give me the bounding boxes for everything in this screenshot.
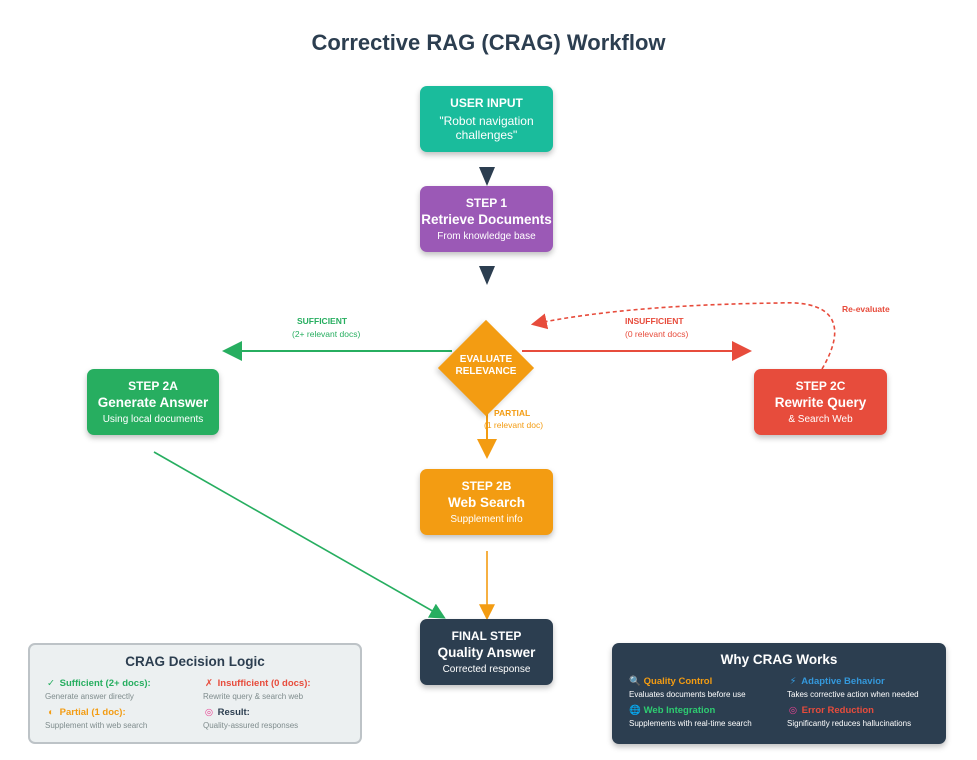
decision-logic-panel: CRAG Decision Logic ✓ Sufficient (2+ doc… (28, 643, 362, 744)
why-item-web-integration: 🌐 Web Integration Supplements with real-… (629, 705, 779, 728)
logic-item-sufficient: ✓ Sufficient (2+ docs): Generate answer … (45, 678, 195, 701)
logic-item-desc: Supplement with web search (45, 721, 148, 730)
decision-logic-heading: CRAG Decision Logic (125, 654, 265, 669)
logic-item-result: ◎ Result: Quality-assured responses (203, 707, 353, 730)
why-item-title: Quality Control (643, 676, 713, 687)
node-evaluate-line1: EVALUATE (459, 354, 513, 365)
edge-sublabel-insufficient: (0 relevant docs) (625, 329, 689, 339)
node-step1-title: Retrieve Documents (421, 212, 552, 227)
node-step2c-sub: & Search Web (788, 414, 853, 425)
why-item-desc: Significantly reduces hallucinations (787, 719, 912, 728)
edge-label-partial: PARTIAL (494, 408, 531, 418)
node-step2c-title: Rewrite Query (774, 395, 867, 410)
globe-icon: 🌐 (629, 705, 641, 716)
node-user-input: USER INPUT "Robot navigation challenges" (420, 86, 553, 152)
node-evaluate-line2: RELEVANCE (455, 366, 517, 377)
cross-icon: ✗ (205, 678, 213, 689)
diagram-title: Corrective RAG (CRAG) Workflow (311, 30, 666, 55)
node-user-input-title: USER INPUT (450, 96, 523, 110)
node-step2b-sub: Supplement info (450, 514, 523, 525)
edge-2a-to-final (153, 451, 446, 619)
node-step2b-label: STEP 2B (461, 479, 512, 493)
why-item-quality-control: 🔍 Quality Control Evaluates documents be… (629, 676, 779, 699)
edge-label-reevaluate: Re-evaluate (842, 304, 890, 314)
logic-item-desc: Quality-assured responses (203, 721, 299, 730)
magnifier-icon: 🔍 (629, 676, 641, 687)
why-crag-panel: Why CRAG Works 🔍 Quality Control Evaluat… (612, 643, 946, 744)
node-final-title: Quality Answer (437, 645, 536, 660)
lightning-icon: ⚡ (789, 676, 797, 687)
arrow-step1-to-evaluate (479, 266, 495, 285)
node-step2b-title: Web Search (447, 495, 526, 510)
node-evaluate-label: EVALUATE RELEVANCE (446, 354, 526, 378)
logic-item-desc: Rewrite query & search web (203, 692, 304, 701)
why-item-title: Error Reduction (801, 705, 874, 716)
why-item-desc: Takes corrective action when needed (787, 690, 919, 699)
why-item-desc: Evaluates documents before use (629, 690, 746, 699)
target-icon: ◎ (788, 705, 798, 716)
edge-reevaluate (530, 302, 836, 370)
edge-label-insufficient: INSUFFICIENT (625, 316, 684, 326)
arrow-input-to-step1 (479, 167, 495, 186)
edge-sublabel-sufficient: (2+ relevant docs) (292, 329, 361, 339)
target-icon: ◎ (204, 707, 214, 718)
node-user-input-query: "Robot navigation challenges" (439, 114, 534, 142)
logic-item-title: Insufficient (0 docs): (217, 678, 311, 689)
node-step1-sub: From knowledge base (437, 231, 536, 242)
why-item-title: Adaptive Behavior (801, 676, 885, 687)
node-final-sub: Corrected response (442, 664, 531, 675)
node-step2a-label: STEP 2A (128, 379, 178, 393)
why-crag-heading: Why CRAG Works (720, 652, 838, 667)
logic-item-title: Sufficient (2+ docs): (59, 678, 151, 689)
node-final-label: FINAL STEP (451, 629, 522, 643)
node-step2a-sub: Using local documents (102, 414, 204, 425)
node-step2a-title: Generate Answer (97, 395, 209, 410)
node-final: FINAL STEP Quality Answer Corrected resp… (420, 619, 553, 685)
logic-item-partial: ◐ Partial (1 doc): Supplement with web s… (45, 707, 195, 730)
logic-item-desc: Generate answer directly (45, 692, 134, 701)
why-item-error-reduction: ◎ Error Reduction Significantly reduces … (787, 705, 937, 728)
logic-item-insufficient: ✗ Insufficient (0 docs): Rewrite query &… (203, 678, 353, 701)
node-step1-label: STEP 1 (465, 196, 508, 210)
half-circle-icon: ◐ (48, 707, 54, 718)
why-item-title: Web Integration (643, 705, 716, 716)
why-item-desc: Supplements with real-time search (629, 719, 752, 728)
logic-item-title: Result: (217, 707, 250, 718)
node-step2a: STEP 2A Generate Answer Using local docu… (87, 369, 219, 435)
why-item-adaptive-behavior: ⚡ Adaptive Behavior Takes corrective act… (787, 676, 937, 699)
node-step2c-label: STEP 2C (795, 379, 846, 393)
edge-label-sufficient: SUFFICIENT (297, 316, 348, 326)
check-icon: ✓ (47, 678, 55, 689)
logic-item-title: Partial (1 doc): (59, 707, 126, 718)
node-step2b: STEP 2B Web Search Supplement info (420, 469, 553, 535)
node-step1: STEP 1 Retrieve Documents From knowledge… (420, 186, 553, 252)
node-step2c: STEP 2C Rewrite Query & Search Web (754, 369, 887, 435)
edge-sublabel-partial: (1 relevant doc) (484, 420, 544, 430)
